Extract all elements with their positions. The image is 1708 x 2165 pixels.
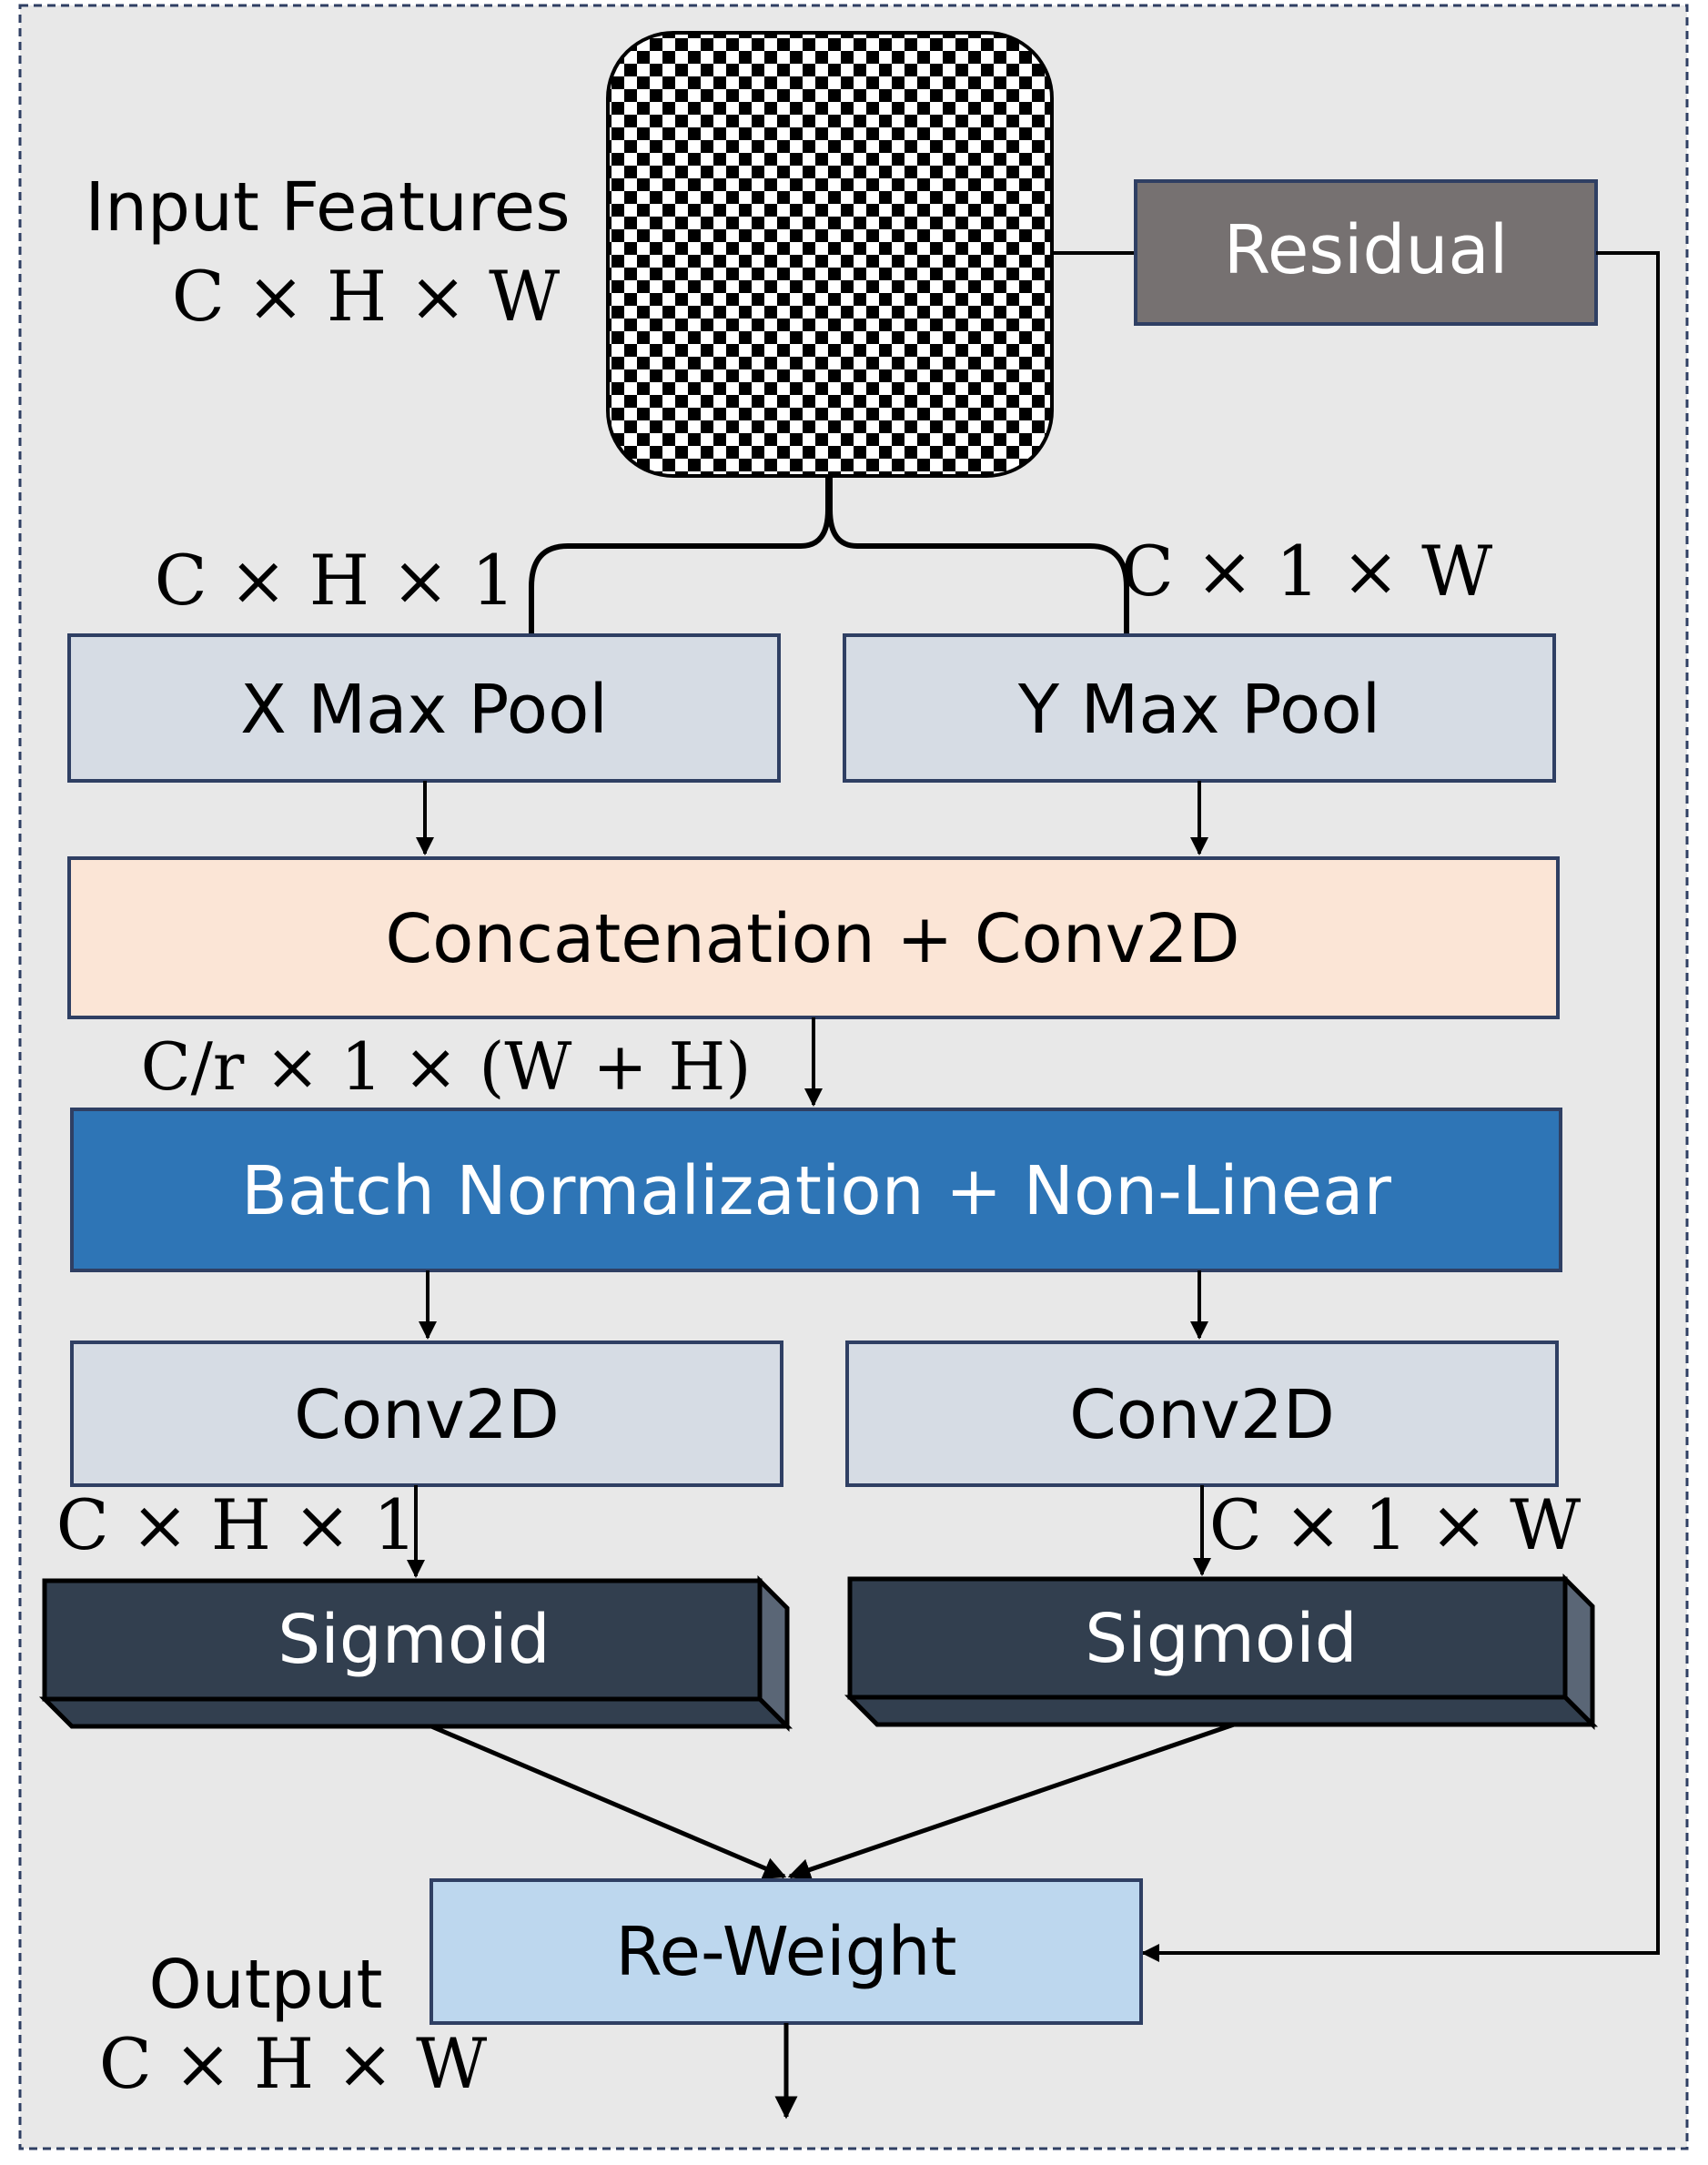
batchnorm-box: [70, 1108, 1562, 1272]
split-brace: [529, 477, 1129, 634]
x-max-pool-label: X Max Pool: [240, 671, 608, 749]
input-title: Input Features: [85, 168, 570, 247]
residual-box: [1134, 179, 1598, 326]
reweight-box: [430, 1878, 1143, 2025]
left-sigmoid-label: Sigmoid: [278, 1601, 550, 1679]
output-dims: C × H × W: [99, 2023, 488, 2104]
concat-out-dims: C/r × 1 × (W + H): [141, 1028, 752, 1105]
left-conv2d-box: [70, 1340, 783, 1487]
x-max-pool-box: [67, 633, 781, 783]
left-conv2d-label: Conv2D: [294, 1376, 560, 1454]
right-branch-dims: C × 1 × W: [1121, 531, 1493, 612]
right-conv2d-box: [845, 1340, 1559, 1487]
right-sigmoid-to-reweight-arrow: [787, 1722, 1235, 1881]
left-conv-out-dims: C × H × 1: [56, 1484, 418, 1565]
right-conv-out-dims: C × 1 × W: [1209, 1484, 1582, 1565]
concat-box: [67, 856, 1560, 1019]
input-dims: C × H × W: [172, 256, 561, 337]
batchnorm-label: Batch Normalization + Non-Linear: [241, 1152, 1391, 1230]
right-sigmoid-block: [844, 1573, 1599, 1731]
residual-skip-line: [1141, 251, 1660, 1962]
right-conv2d-label: Conv2D: [1069, 1376, 1335, 1454]
output-title: Output: [148, 1946, 382, 2024]
residual-label: Residual: [1224, 211, 1509, 289]
concat-label: Concatenation + Conv2D: [385, 900, 1239, 978]
y-max-pool-label: Y Max Pool: [1017, 671, 1380, 749]
input-feature-map: [606, 31, 1054, 478]
left-sigmoid-to-reweight-arrow: [430, 1724, 787, 1879]
left-branch-dims: C × H × 1: [155, 540, 516, 621]
y-max-pool-box: [843, 633, 1556, 783]
right-sigmoid-label: Sigmoid: [1085, 1600, 1357, 1678]
left-sigmoid-block: [38, 1574, 793, 1733]
reweight-label: Re-Weight: [615, 1913, 956, 1991]
